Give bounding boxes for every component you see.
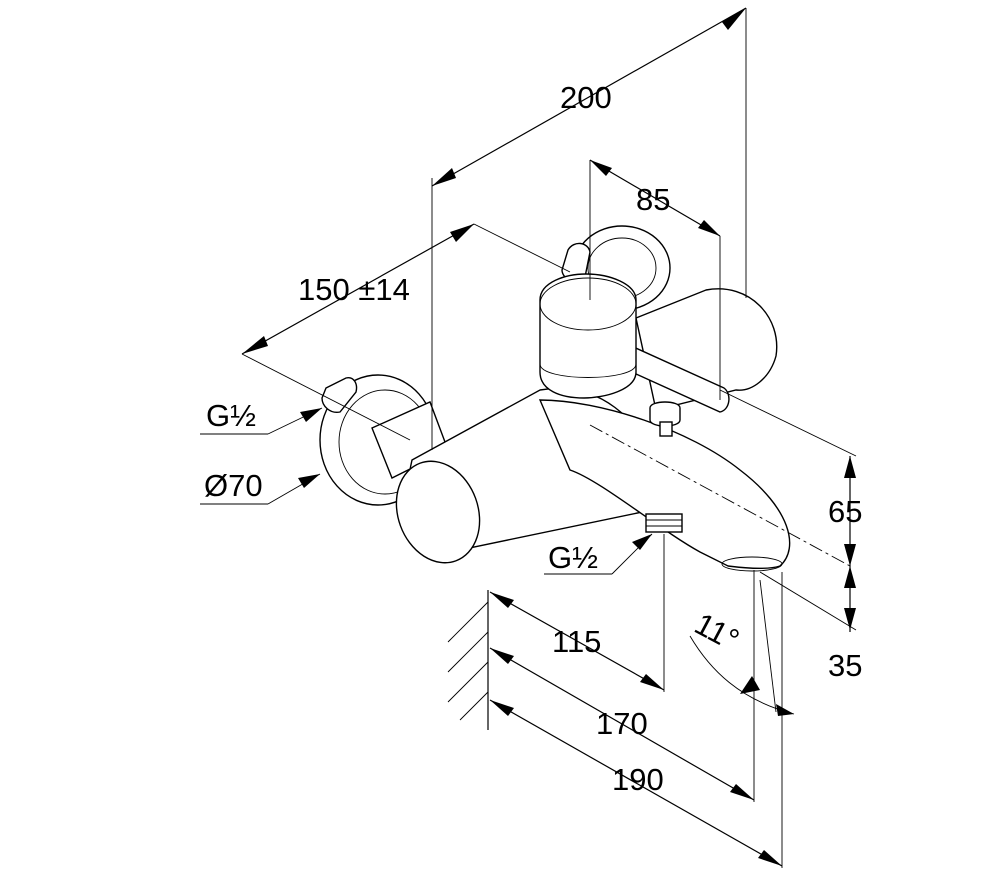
dim-115-arrow-right [640, 674, 664, 690]
dim-35-label: 35 [828, 648, 862, 683]
angle-arc [689, 635, 795, 715]
diverter-knob [649, 401, 681, 427]
bottom-outlet [645, 513, 683, 533]
dim-35-arrow-bottom [844, 608, 856, 630]
left-inlet-stub [321, 377, 358, 413]
angle-label: 11° [689, 606, 745, 658]
dim-35-arrow-top [844, 566, 856, 588]
dim-170-label: 170 [596, 706, 648, 741]
control-knob-band [539, 363, 637, 378]
dim-200-arrow-right [722, 8, 746, 30]
dim-200-label: 200 [560, 80, 612, 115]
callout-inlet-thread: G½ [206, 398, 256, 433]
dim-85-arrow-left [590, 160, 612, 176]
dim-150-label: 150 ±14 [298, 272, 410, 307]
wall [447, 590, 489, 730]
dim-115-label: 115 [552, 624, 601, 659]
dim-85-label: 85 [636, 182, 670, 217]
dim-65-arrow-bottom [844, 544, 856, 566]
dim-190-arrow-left [490, 700, 514, 716]
control-knob [539, 273, 637, 399]
dim-200-line [431, 7, 747, 187]
spout-aerator [721, 556, 783, 572]
angle-arrow-left [740, 676, 760, 694]
dim-65-arrow-top [844, 456, 856, 478]
leader-g-inlet-arrow [300, 408, 322, 422]
dim-150-arrow-right [450, 224, 474, 242]
dimension-lines [200, 7, 857, 868]
dim-115-line [489, 591, 665, 691]
dim-115-arrow-left [490, 592, 514, 608]
callout-outlet-thread: G½ [548, 540, 598, 575]
dim-65-label: 65 [828, 494, 862, 529]
dim-200-arrow-left [432, 168, 456, 186]
dim-150-ext-left [241, 353, 411, 441]
wall-hatch-3 [447, 661, 489, 703]
diverter-stem [659, 421, 673, 437]
dim-150-line [241, 223, 475, 355]
dim-85-arrow-right [698, 220, 720, 236]
dim-170-arrow-left [490, 648, 514, 664]
wall-hatch-2 [447, 631, 489, 673]
dim-190-line [489, 699, 783, 867]
leader-diameter-arrow [298, 474, 320, 488]
dim-190-label: 190 [612, 762, 664, 797]
leader-g-outlet-arrow [632, 534, 652, 550]
angle-line [759, 579, 777, 713]
dim-170-arrow-right [730, 784, 754, 800]
left-end-cap [395, 460, 481, 564]
dim-150-ext-right [473, 223, 571, 273]
wall-hatch-4 [459, 691, 489, 721]
dim-35-ext-bottom [759, 571, 857, 631]
callout-rosette-diameter: Ø70 [204, 468, 263, 503]
angle-arrow-right [776, 704, 794, 716]
control-knob-top [539, 277, 637, 331]
dim-150-arrow-left [242, 336, 268, 354]
dim-170-line [489, 647, 755, 801]
dim-65-ext-top [719, 389, 857, 457]
wall-hatch-1 [447, 601, 489, 643]
dim-85-line [589, 159, 721, 237]
dim-190-arrow-right [758, 850, 782, 866]
